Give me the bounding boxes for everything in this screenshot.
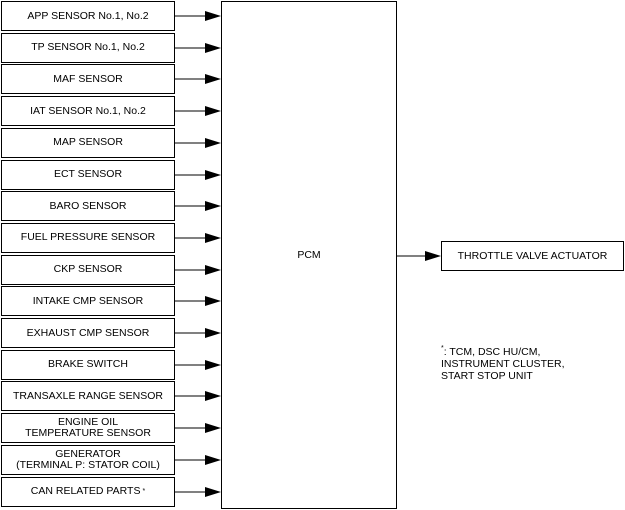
input-sensor-box: TP SENSOR No.1, No.2	[1, 32, 175, 63]
input-sensor-label: FUEL PRESSURE SENSOR	[20, 231, 156, 244]
input-sensor-label: EXHAUST CMP SENSOR	[26, 326, 150, 339]
pcm-label: PCM	[297, 249, 321, 261]
input-arrow	[175, 391, 221, 401]
input-sensor-label: MAF SENSOR	[53, 72, 123, 85]
input-sensor-box: MAP SENSOR	[1, 127, 175, 158]
input-arrow	[175, 74, 221, 84]
input-sensor-label: BARO SENSOR	[49, 199, 127, 212]
input-sensor-box: CKP SENSOR	[1, 254, 175, 285]
input-sensor-box: CAN RELATED PARTS*	[1, 476, 175, 507]
input-sensor-box: FUEL PRESSURE SENSOR	[1, 222, 175, 253]
output-arrow	[397, 251, 441, 261]
input-sensor-box: IAT SENSOR No.1, No.2	[1, 96, 175, 127]
input-arrow	[175, 11, 221, 21]
input-sensor-label: CAN RELATED PARTS	[30, 485, 141, 497]
pcm-block: PCM	[221, 1, 397, 509]
input-sensor-label: ENGINE OIL TEMPERATURE SENSOR	[25, 416, 151, 440]
input-arrow	[175, 233, 221, 243]
input-sensor-box: GENERATOR (TERMINAL P: STATOR COIL)	[1, 444, 175, 475]
input-sensor-label: GENERATOR (TERMINAL P: STATOR COIL)	[16, 447, 160, 471]
input-sensor-box: MAF SENSOR	[1, 64, 175, 95]
footnote-reference-mark: *	[142, 488, 146, 495]
input-arrow	[175, 138, 221, 148]
input-sensor-box: BARO SENSOR	[1, 191, 175, 222]
input-arrow	[175, 423, 221, 433]
footnote-mark: *	[441, 345, 444, 352]
input-sensor-box: TRANSAXLE RANGE SENSOR	[1, 381, 175, 412]
input-arrow	[175, 265, 221, 275]
input-sensor-label: BRAKE SWITCH	[48, 358, 128, 371]
input-sensor-box: ENGINE OIL TEMPERATURE SENSOR	[1, 413, 175, 444]
input-sensor-box: ECT SENSOR	[1, 159, 175, 190]
input-arrow	[175, 360, 221, 370]
input-sensor-label: MAP SENSOR	[53, 136, 123, 149]
footnote-text: : TCM, DSC HU/CM, INSTRUMENT CLUSTER, ST…	[441, 346, 565, 382]
input-arrow	[175, 487, 221, 497]
input-arrow	[175, 455, 221, 465]
input-sensor-box: INTAKE CMP SENSOR	[1, 286, 175, 317]
input-sensor-label: ECT SENSOR	[53, 168, 123, 180]
output-label: THROTTLE VALVE ACTUATOR	[457, 250, 608, 262]
input-sensor-label: INTAKE CMP SENSOR	[32, 294, 144, 307]
input-sensor-label: IAT SENSOR No.1, No.2	[30, 104, 146, 117]
input-arrow	[175, 201, 221, 211]
input-arrow	[175, 170, 221, 180]
input-sensor-box: APP SENSOR No.1, No.2	[1, 1, 175, 31]
input-arrow	[175, 296, 221, 306]
input-arrow	[175, 43, 221, 53]
input-arrow	[175, 106, 221, 116]
footnote: *: TCM, DSC HU/CM, INSTRUMENT CLUSTER, S…	[441, 343, 621, 382]
input-sensor-label: TRANSAXLE RANGE SENSOR	[13, 389, 163, 402]
output-block: THROTTLE VALVE ACTUATOR	[441, 241, 624, 271]
input-arrow	[175, 328, 221, 338]
input-sensor-label: APP SENSOR No.1, No.2	[27, 9, 149, 22]
input-sensor-label: CKP SENSOR	[53, 263, 123, 276]
input-sensor-box: EXHAUST CMP SENSOR	[1, 318, 175, 348]
input-sensor-box: BRAKE SWITCH	[1, 349, 175, 380]
input-sensor-label: TP SENSOR No.1, No.2	[31, 41, 145, 54]
